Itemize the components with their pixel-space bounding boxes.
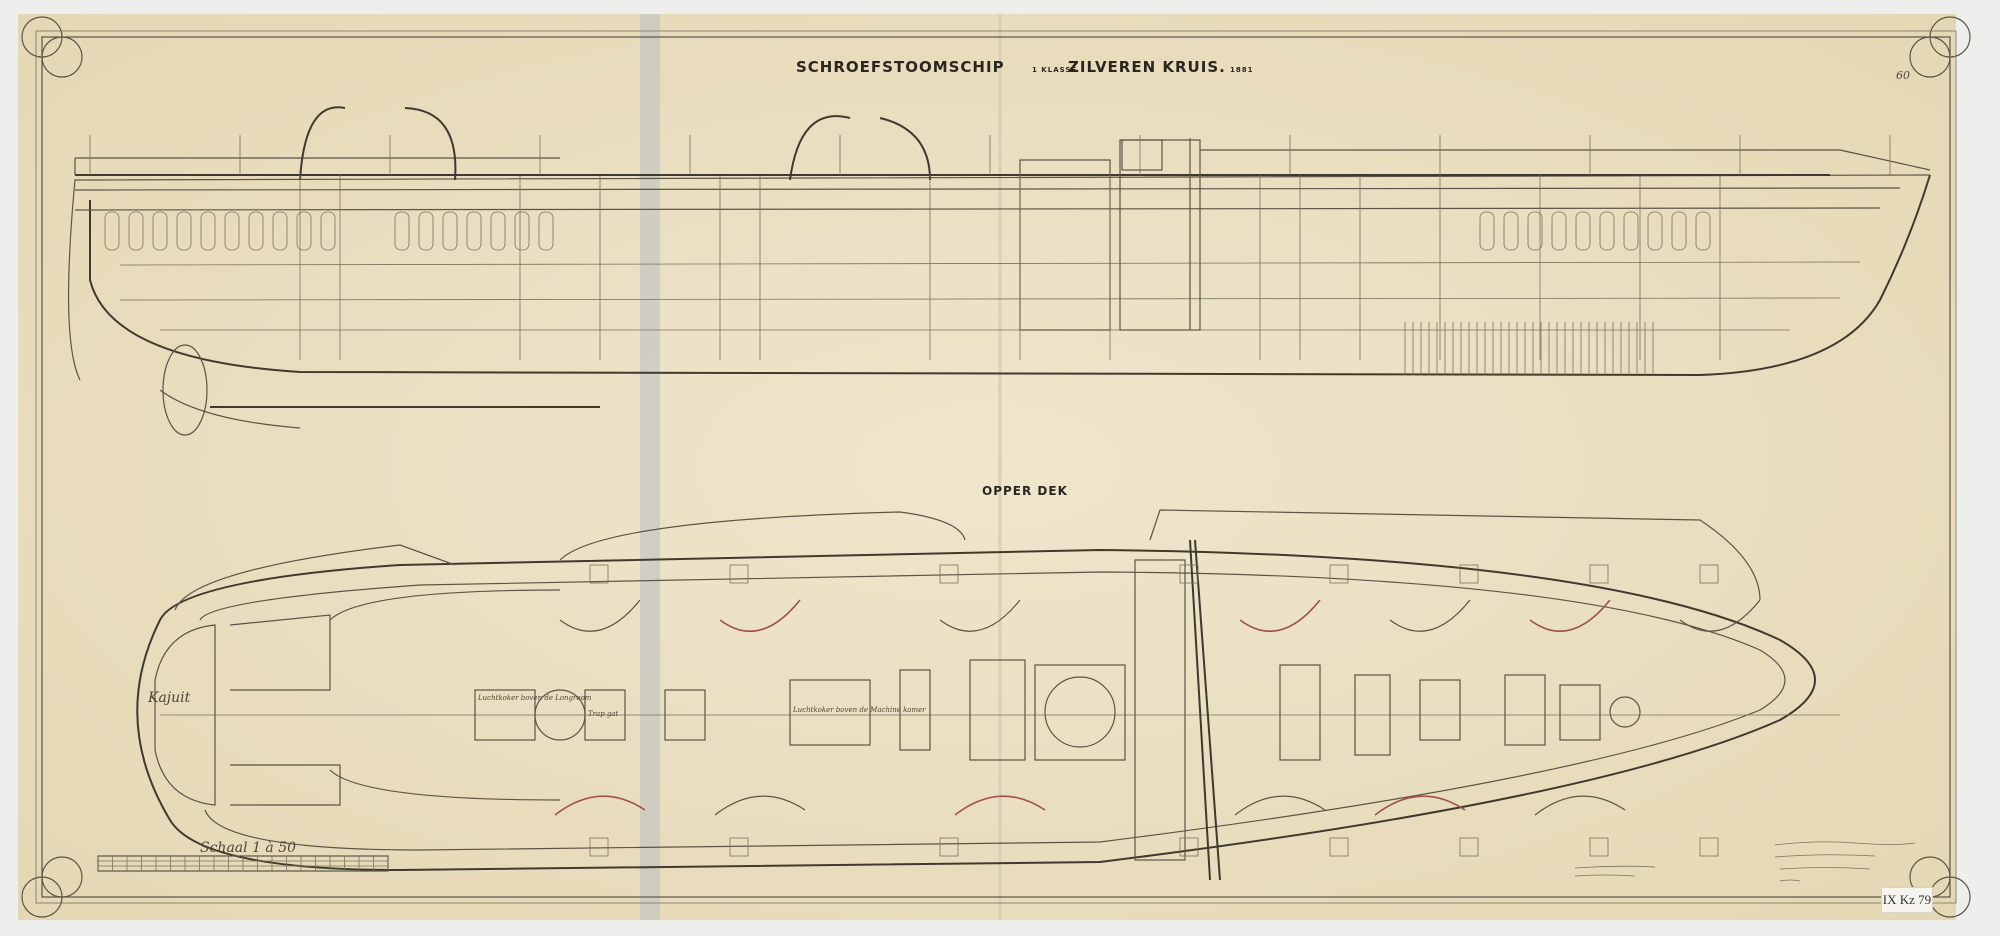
gun-track-arc: [1529, 599, 1611, 633]
bollard: [1699, 837, 1719, 857]
cabin-window: [1575, 211, 1591, 251]
davit: [404, 107, 457, 181]
davit: [789, 115, 851, 181]
cabin-window: [272, 211, 288, 251]
bollard: [939, 837, 959, 857]
deck-label-kajuit: Kajuit: [147, 690, 191, 706]
cabin-window: [1527, 211, 1543, 251]
gun-track-arc: [1679, 599, 1761, 632]
gun-track-arc: [1534, 795, 1626, 816]
cabin-window: [490, 211, 506, 251]
cabin-window: [320, 211, 336, 251]
drawing-title-name: ZILVEREN KRUIS.: [1068, 58, 1226, 76]
bollard: [1589, 564, 1609, 584]
cabin-window: [224, 211, 240, 251]
cabin-window: [1503, 211, 1519, 251]
cabin-window: [418, 211, 434, 251]
catalog-label: IX Kz 79: [1881, 887, 1933, 913]
gun-track-arc: [1374, 795, 1466, 816]
gun-track-arc: [1234, 795, 1326, 816]
propeller: [162, 344, 208, 436]
cabin-window: [1551, 211, 1567, 251]
cabin-window: [200, 211, 216, 251]
hatch: [1559, 684, 1601, 741]
gun-track-arc: [559, 599, 641, 632]
skylight: [1034, 664, 1126, 761]
bollard: [1699, 564, 1719, 584]
cabin-window: [104, 211, 120, 251]
rail: [174, 544, 456, 611]
drawing-border: [21, 16, 1971, 918]
cabin-window: [1647, 211, 1663, 251]
davit: [879, 117, 931, 181]
cabin-window: [1599, 211, 1615, 251]
deck-label-trapgat: Trap gat: [588, 710, 619, 718]
side-profile: [68, 106, 1931, 436]
drawing-title: SCHROEFSTOOMSCHIP: [796, 58, 1005, 76]
gun-track-arc: [719, 599, 801, 633]
sheet-number: 60: [1896, 69, 1910, 82]
hatch: [1354, 674, 1391, 756]
hatch: [789, 679, 871, 746]
cabin-window: [514, 211, 530, 251]
bollard: [1459, 564, 1479, 584]
deck-plan: [136, 509, 1840, 881]
bridge: [1134, 559, 1186, 861]
stern-cabin: [154, 624, 216, 806]
bollard: [1329, 837, 1349, 857]
deck-title: OPPER DEK: [982, 484, 1068, 498]
cabin-window: [296, 211, 312, 251]
gun-track-arc: [1239, 599, 1321, 633]
rail: [1149, 509, 1761, 601]
deck-label-luchtkoker-longroom: Luchtkoker boven de Longroom: [477, 694, 592, 702]
gun-track-arc: [1389, 599, 1471, 632]
cabin-window: [128, 211, 144, 251]
bollard: [1459, 837, 1479, 857]
tape-strip: [640, 14, 660, 920]
bollard: [1179, 837, 1199, 857]
gun-track-arc: [954, 795, 1046, 816]
hatch: [584, 689, 626, 741]
gun-track-arc: [939, 599, 1021, 632]
drawing-title-year: 1881: [1230, 66, 1253, 74]
bollard: [939, 564, 959, 584]
cabin-window: [1695, 211, 1711, 251]
cabin-window: [152, 211, 168, 251]
bollard: [1589, 837, 1609, 857]
cabin-window: [1479, 211, 1495, 251]
drawing-title-class: 1 KLASSE: [1032, 66, 1077, 74]
bollard: [729, 564, 749, 584]
bollard: [589, 837, 609, 857]
hatch: [1419, 679, 1461, 741]
davit: [299, 106, 346, 181]
scale-bar: [97, 855, 389, 872]
gun-track-arc: [554, 795, 646, 816]
cabin-window: [248, 211, 264, 251]
cabin-window: [538, 211, 554, 251]
bollard: [1329, 564, 1349, 584]
bollard: [729, 837, 749, 857]
handwritten-note: [1574, 841, 1916, 882]
hatch: [969, 659, 1026, 761]
cabin-window: [442, 211, 458, 251]
hatch: [899, 669, 931, 751]
rail: [559, 511, 966, 561]
cabin-window: [1671, 211, 1687, 251]
bollard: [1179, 564, 1199, 584]
cabin-window: [394, 211, 410, 251]
cabin-window: [176, 211, 192, 251]
bollard: [589, 564, 609, 584]
deck-label-luchtkoker-machine: Luchtkoker boven de Machine kamer: [792, 706, 926, 714]
cabin-window: [1623, 211, 1639, 251]
hatch: [664, 689, 706, 741]
scale-label: Schaal 1 à 50: [200, 840, 296, 856]
hatch: [1279, 664, 1321, 761]
cabin-window: [466, 211, 482, 251]
hatch: [1504, 674, 1546, 746]
gun-track-arc: [714, 795, 806, 816]
